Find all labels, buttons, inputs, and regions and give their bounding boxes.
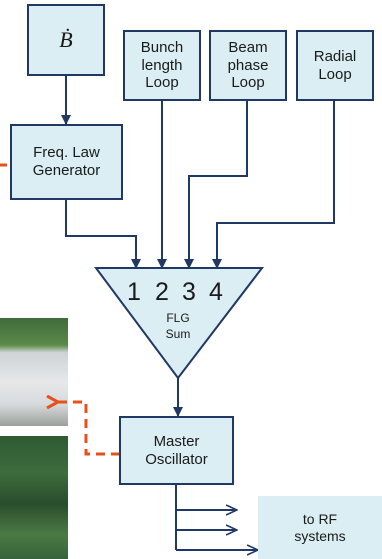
beam-phase-loop-block: Beam phase Loop (209, 30, 287, 101)
freq-law-generator-block: Freq. Law Generator (10, 124, 123, 200)
bdot-block: Ḃ (27, 4, 105, 76)
sum-input-2: 2 (155, 278, 169, 306)
master-oscillator-block: Master Oscillator (119, 416, 234, 485)
arrow-flg-to-sum (65, 200, 141, 269)
dashed-link-master-to-photo (58, 402, 120, 456)
flg-sum-triangle (94, 267, 265, 380)
hardware-photo-bottom (0, 436, 68, 559)
arrow-beam-to-sum (184, 101, 248, 269)
arrow-output-1 (175, 485, 236, 550)
sum-input-1: 1 (127, 278, 141, 306)
flg-sum-label: FLG Sum (165, 311, 191, 341)
arrow-radial-to-sum (212, 101, 335, 269)
to-rf-systems-block: to RF systems (258, 496, 382, 559)
sum-input-4: 4 (209, 278, 223, 306)
bunch-length-loop-block: Bunch length Loop (123, 30, 201, 101)
radial-loop-block: Radial Loop (296, 30, 374, 101)
sum-input-3: 3 (182, 278, 196, 306)
